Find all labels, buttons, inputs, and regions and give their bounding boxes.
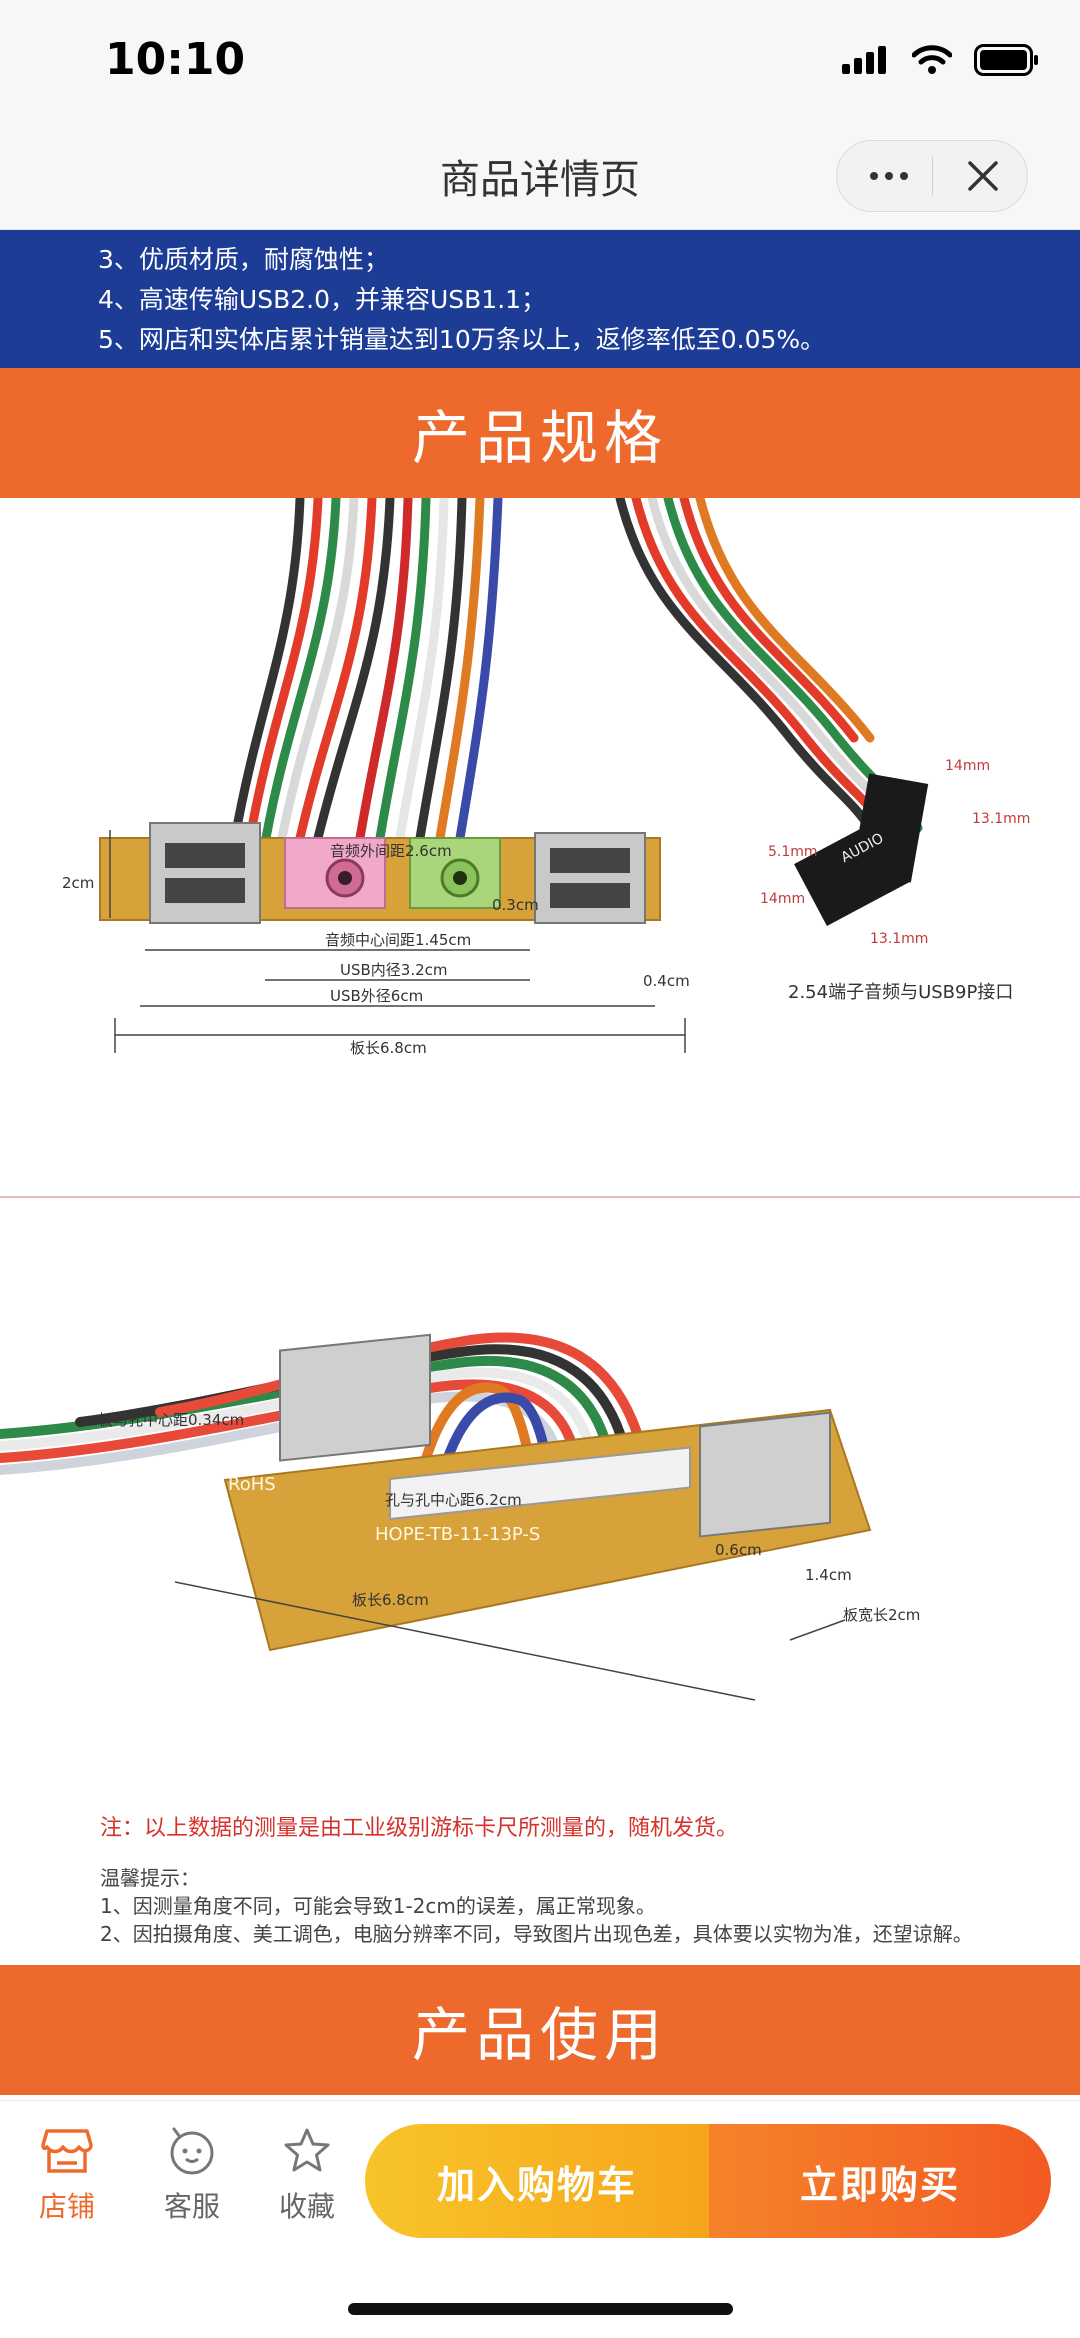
diagram-caption: 2.54端子音频与USB9P接口	[788, 982, 1013, 1003]
dim-board-length-2: 板长6.8cm	[352, 1591, 429, 1609]
board-model-label: HOPE-TB-11-13P-S	[375, 1524, 540, 1545]
spec-diagram-front: AUDIO 2cm 音频外间距2.6cm 音频中心间距1.45cm 0.3cm …	[62, 498, 1030, 1057]
dim-usb-inner: USB内径3.2cm	[340, 961, 448, 979]
dim-hole-spacing: 孔与孔中心距6.2cm	[385, 1491, 522, 1509]
add-to-cart-button[interactable]: 加入购物车	[365, 2124, 709, 2238]
spec-title: 产品规格	[411, 404, 668, 472]
tab-favorite[interactable]: 收藏	[257, 2127, 357, 2225]
dim-gap: 0.3cm	[492, 896, 539, 914]
star-icon	[284, 2128, 330, 2172]
dim-connector-side: 5.1mm	[768, 844, 818, 860]
spec-diagram-angle: 板与孔中心距0.34cm 孔与孔中心距6.2cm 板长6.8cm 0.6cm 1…	[0, 1332, 920, 1701]
features-band: 3、优质材质，耐腐蚀性； 4、高速传输USB2.0，并兼容USB1.1； 5、网…	[0, 230, 1080, 368]
status-bar: 10:10	[0, 0, 1080, 125]
status-time: 10:10	[105, 34, 246, 85]
dim-thickness: 0.6cm	[715, 1541, 762, 1559]
dim-edge: 0.4cm	[643, 972, 690, 990]
dim-audio-center: 音频中心间距1.45cm	[325, 931, 471, 949]
dim-hole-center: 板与孔中心距0.34cm	[98, 1411, 244, 1429]
feature-line: 4、高速传输USB2.0，并兼容USB1.1；	[98, 285, 547, 314]
mini-program-capsule	[836, 140, 1028, 212]
page-title: 商品详情页	[440, 157, 640, 203]
home-indicator[interactable]	[348, 2303, 733, 2315]
feature-line: 3、优质材质，耐腐蚀性；	[98, 245, 389, 274]
dim-audio-outer: 音频外间距2.6cm	[330, 842, 452, 860]
product-detail-content[interactable]: 3、优质材质，耐腐蚀性； 4、高速传输USB2.0，并兼容USB1.1； 5、网…	[0, 230, 1080, 2100]
tab-store-label: 店铺	[38, 2190, 95, 2223]
tips-title: 温馨提示：	[100, 1866, 200, 1890]
bottom-action-bar: 店铺 客服 收藏 加入购物车 立即购买	[0, 2100, 1080, 2338]
buy-now-button[interactable]: 立即购买	[709, 2124, 1051, 2238]
tip-line: 1、因测量角度不同，可能会导致1-2cm的误差，属正常现象。	[100, 1894, 656, 1918]
tab-customer-service[interactable]: 客服	[142, 2127, 242, 2225]
battery-icon	[974, 44, 1038, 76]
store-icon	[41, 2129, 93, 2173]
dim-board-length: 板长6.8cm	[350, 1039, 427, 1057]
more-button[interactable]	[853, 141, 925, 211]
dim-connector-height: 13.1mm	[972, 811, 1030, 827]
feature-line: 5、网店和实体店累计销量达到10万条以上，返修率低至0.05%。	[98, 325, 826, 354]
dim-usb-outer: USB外径6cm	[330, 987, 423, 1005]
customer-service-icon	[170, 2127, 214, 2175]
capsule-divider	[932, 157, 933, 195]
more-dot-icon	[870, 172, 878, 180]
tab-favorite-label: 收藏	[278, 2190, 335, 2223]
dim-board-width: 板宽长2cm	[843, 1606, 920, 1624]
usage-title: 产品使用	[411, 2001, 668, 2069]
section-divider	[0, 1196, 1080, 1198]
tab-store[interactable]: 店铺	[17, 2127, 117, 2225]
dim-side: 1.4cm	[805, 1566, 852, 1584]
more-dot-icon	[885, 172, 893, 180]
more-dot-icon	[900, 172, 908, 180]
wifi-icon	[912, 45, 952, 74]
purchase-actions: 加入购物车 立即购买	[365, 2124, 1051, 2238]
measurement-note: 注：以上数据的测量是由工业级别游标卡尺所测量的，随机发货。	[100, 1816, 739, 1841]
close-icon	[968, 161, 998, 191]
status-icons	[842, 44, 1040, 76]
signal-icon	[842, 46, 886, 74]
dim-connector-width: 14mm	[945, 758, 990, 774]
dim-connector-height-2: 13.1mm	[870, 931, 928, 947]
tab-customer-service-label: 客服	[163, 2190, 220, 2223]
close-button[interactable]	[947, 141, 1019, 211]
usage-section-header: 产品使用	[0, 1965, 1080, 2095]
dim-connector-width-2: 14mm	[760, 891, 805, 907]
tip-line: 2、因拍摄角度、美工调色，电脑分辨率不同，导致图片出现色差，具体要以实物为准，还…	[100, 1922, 973, 1946]
spec-section-header: 产品规格	[0, 368, 1080, 498]
rohs-label: RoHS	[228, 1474, 276, 1495]
dim-height: 2cm	[62, 874, 94, 892]
nav-bar: 商品详情页	[0, 125, 1080, 230]
